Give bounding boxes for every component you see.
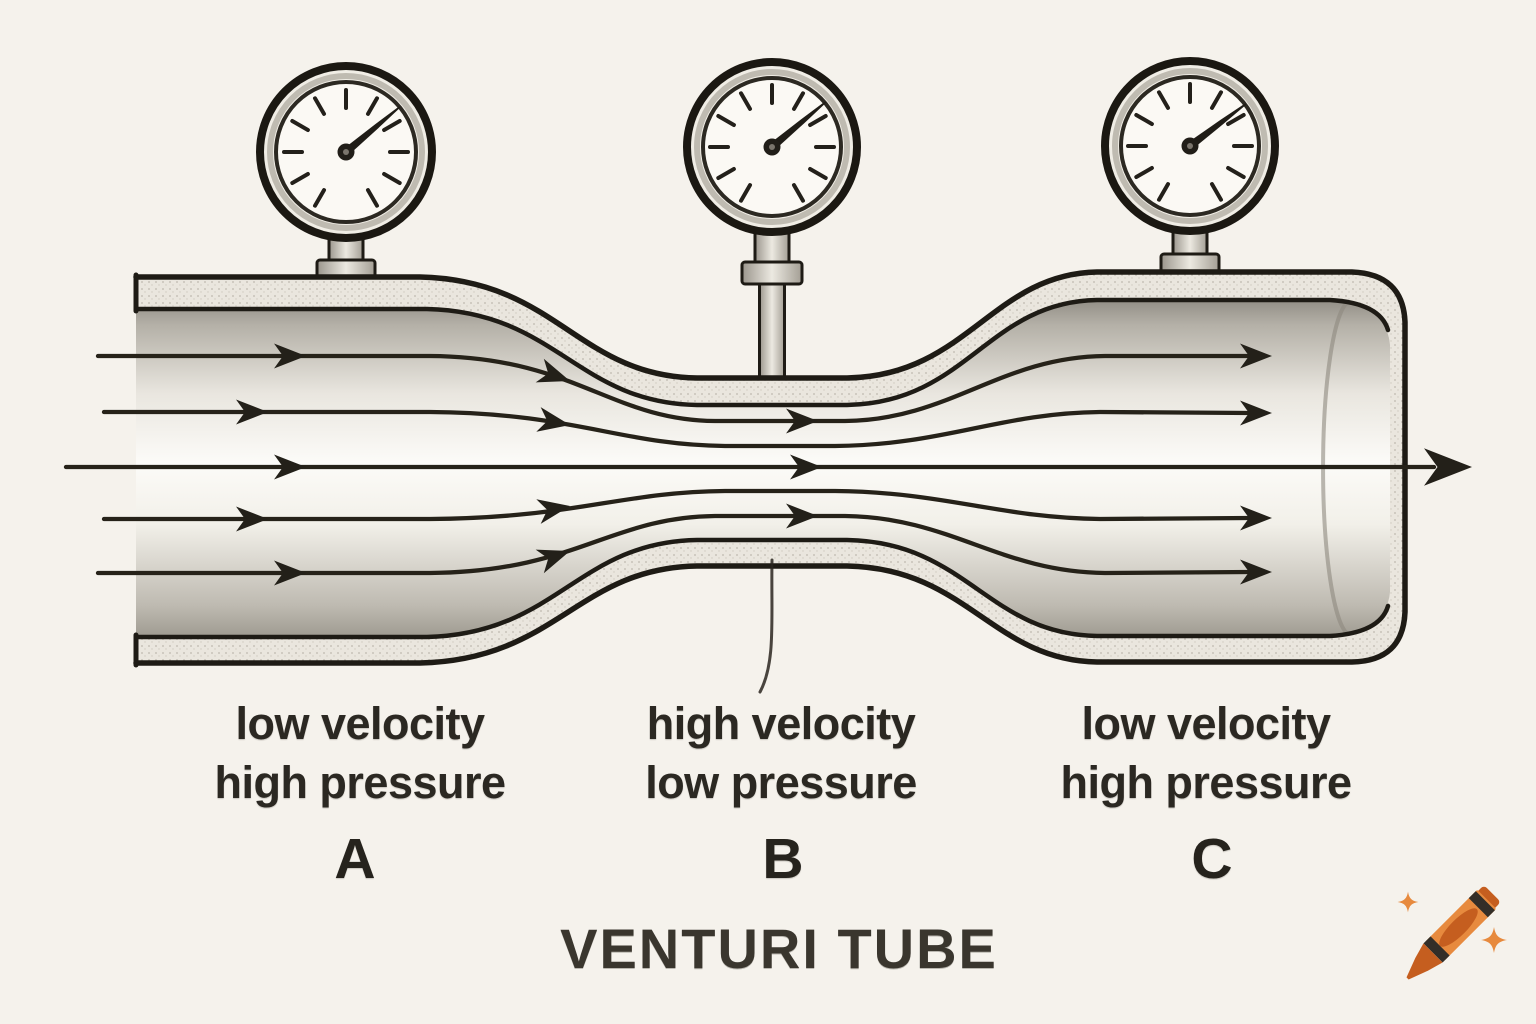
gauge-c-hub-dot bbox=[1187, 143, 1193, 149]
tube-inner-top-line bbox=[133, 297, 1391, 408]
tube-outer-outline bbox=[133, 269, 1408, 666]
section-a-velocity-label: low velocity bbox=[235, 698, 485, 749]
section-b-pressure-label: low pressure bbox=[645, 757, 917, 808]
crayon-icon bbox=[1406, 886, 1500, 980]
section-b-velocity-label: high velocity bbox=[646, 698, 916, 749]
gauge-a-hub-dot bbox=[343, 149, 349, 155]
section-c-letter: C bbox=[1191, 827, 1233, 891]
gauge-b-flange bbox=[740, 260, 804, 286]
tube-inner-bottom-line bbox=[133, 537, 1391, 640]
diagram-title: VENTURI TUBE bbox=[560, 917, 998, 980]
gauge-c-ring bbox=[1112, 68, 1268, 224]
section-a-letter: A bbox=[334, 827, 376, 891]
streamline-5 bbox=[95, 513, 1253, 576]
gauge-b-pipe bbox=[758, 280, 786, 390]
pressure-gauge-c bbox=[1101, 57, 1279, 278]
gauge-a-ring bbox=[267, 73, 425, 231]
sparkle-icon bbox=[1397, 891, 1419, 913]
streamline-4 bbox=[101, 488, 1253, 522]
streamline-1 bbox=[95, 353, 1253, 424]
pressure-gauge-b bbox=[683, 58, 861, 390]
crayon-logo bbox=[1397, 886, 1507, 980]
gauge-b-hub-dot bbox=[769, 144, 775, 150]
section-b-letter: B bbox=[762, 827, 804, 891]
streamline-2 bbox=[101, 409, 1253, 449]
sparkle-icon bbox=[1481, 927, 1507, 953]
gauge-b-ring bbox=[694, 69, 850, 225]
section-a-pressure-label: high pressure bbox=[214, 757, 506, 808]
section-c-pressure-label: high pressure bbox=[1060, 757, 1352, 808]
section-c-velocity-label: low velocity bbox=[1081, 698, 1331, 749]
pressure-gauge-a bbox=[256, 62, 436, 284]
throat-pointer-line bbox=[758, 558, 774, 694]
